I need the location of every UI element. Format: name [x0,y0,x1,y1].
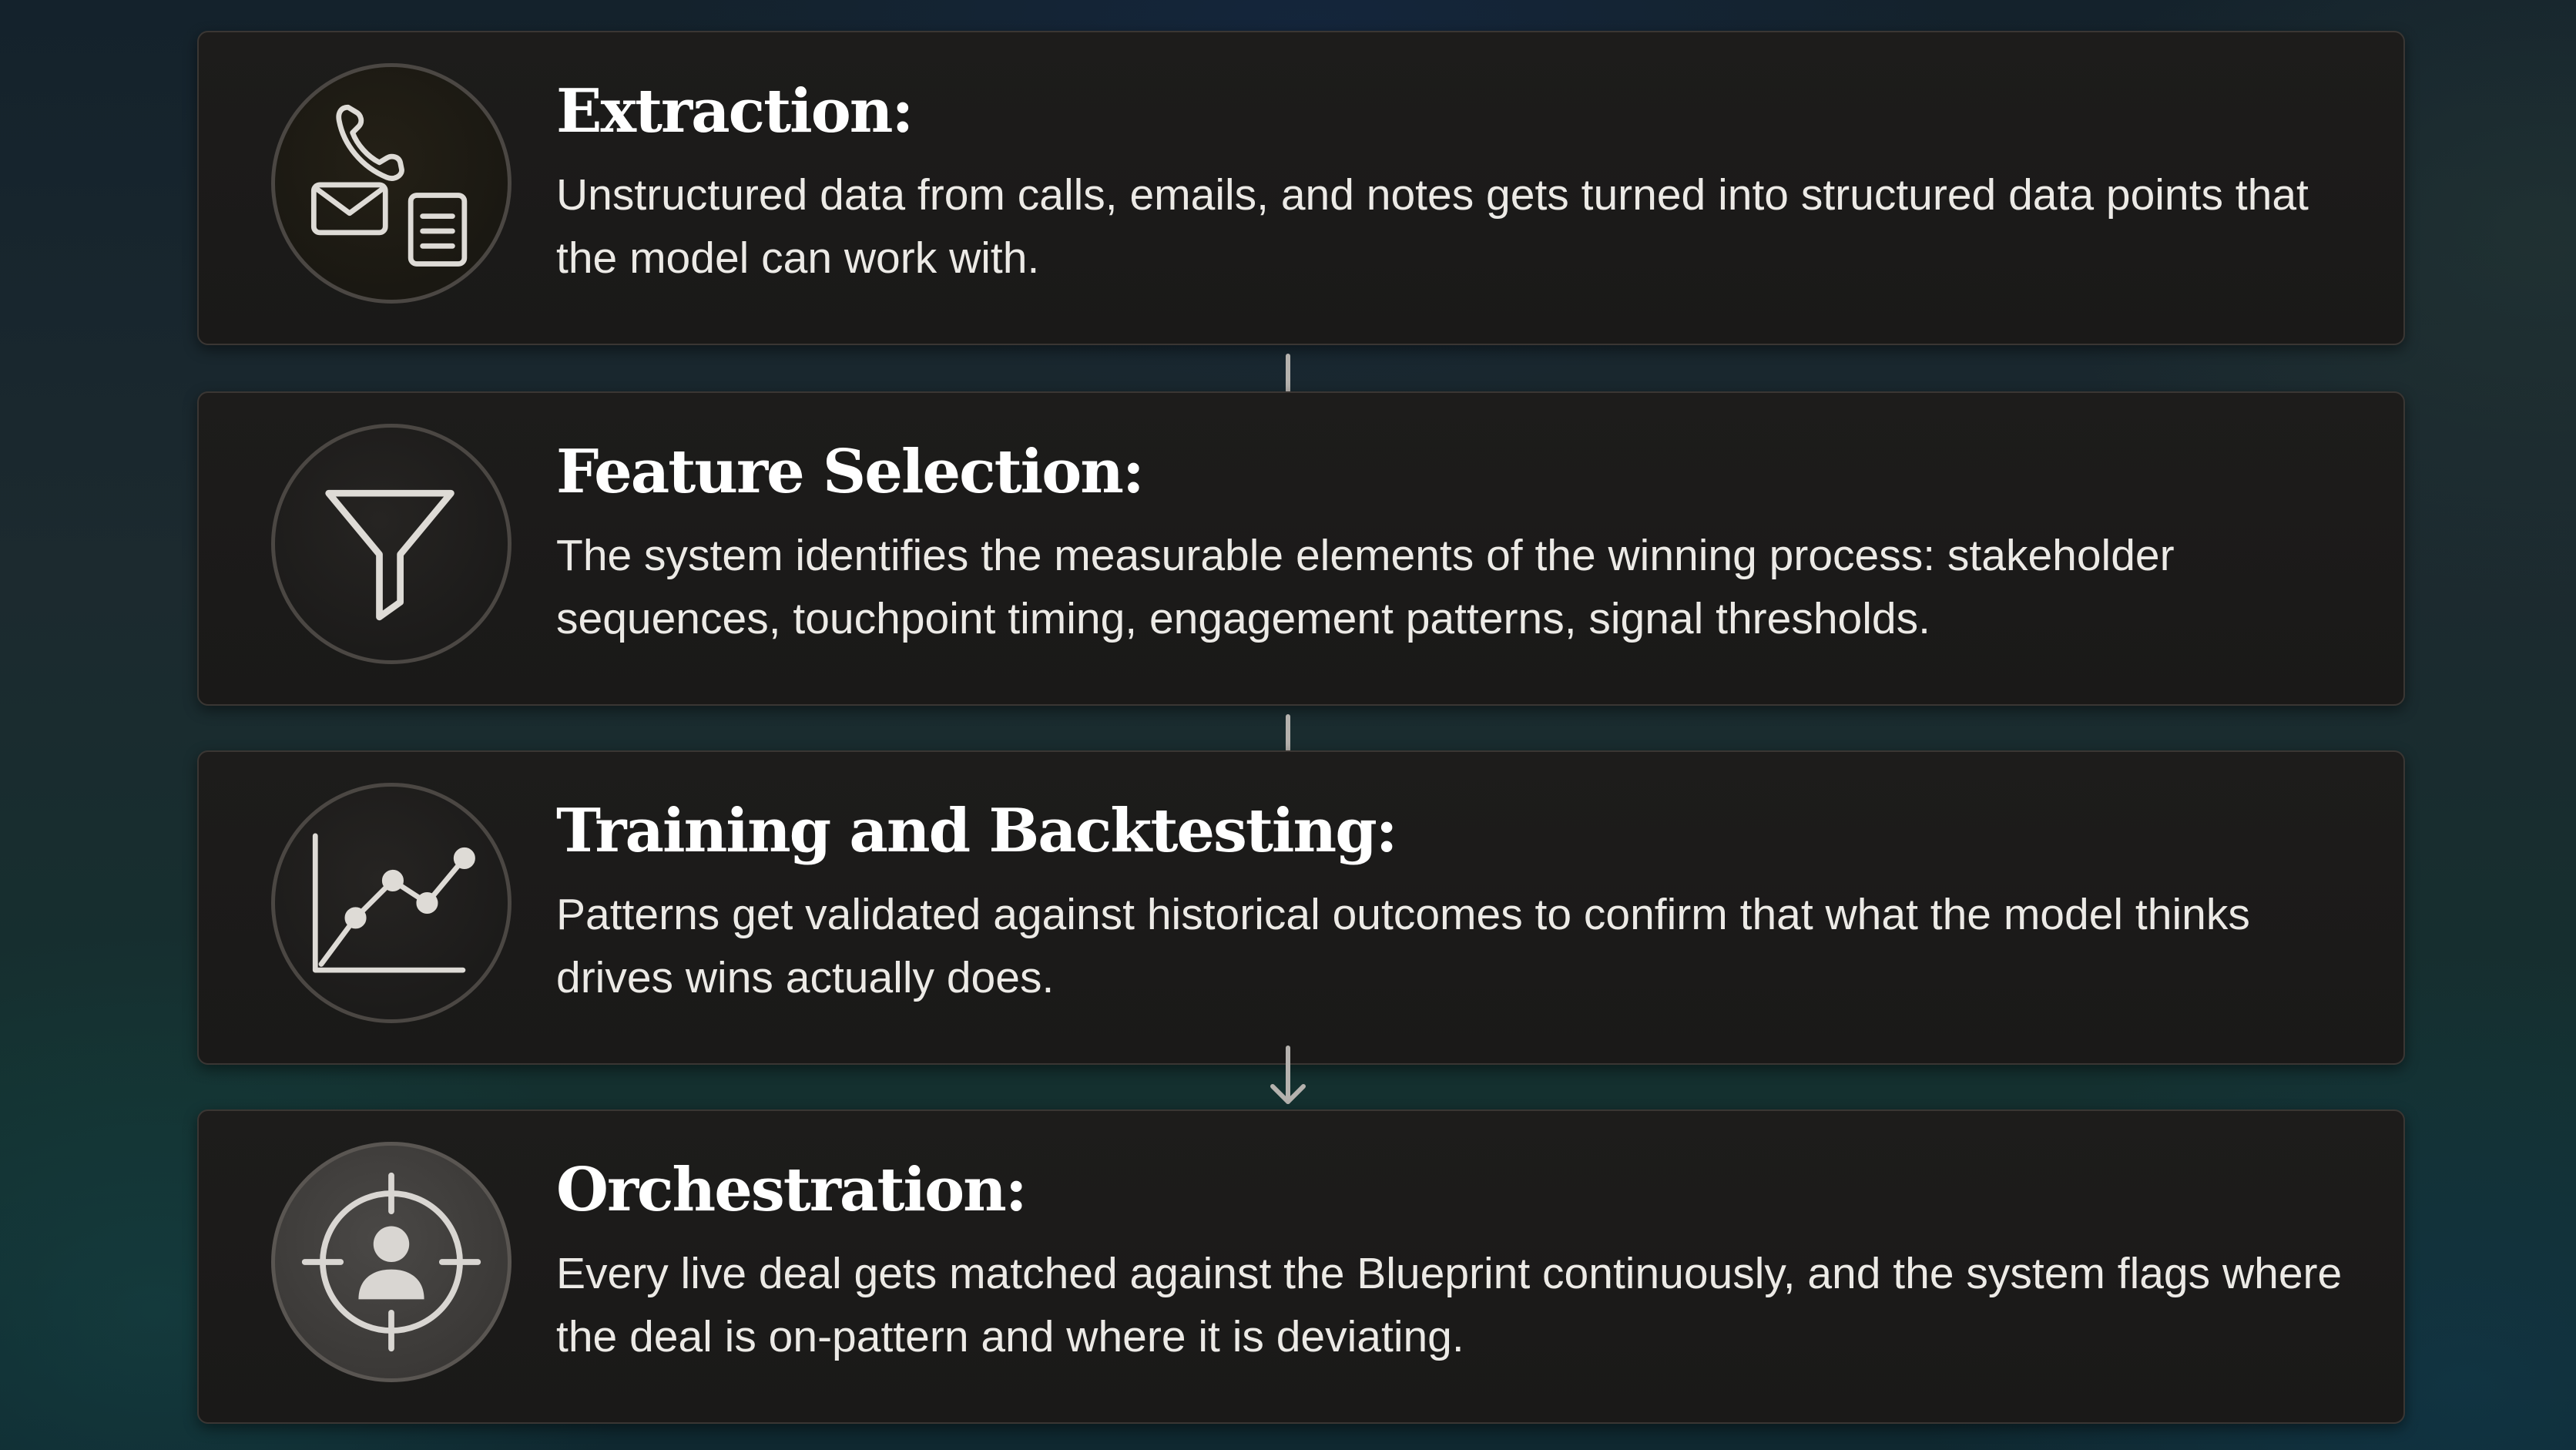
step-card-feature-selection: Feature Selection: The system identifies… [197,391,2405,706]
step-card-orchestration: Orchestration: Every live deal gets matc… [197,1109,2405,1424]
step-title: Training and Backtesting: [556,796,1398,866]
step-title: Orchestration: [556,1155,1028,1225]
step-description: Patterns get validated against historica… [556,890,2250,1002]
step-title: Feature Selection: [556,437,1145,507]
step-description: Unstructured data from calls, emails, an… [556,170,2309,283]
step-description: The system identifies the measurable ele… [556,531,2175,643]
target-person-icon [271,1142,512,1382]
line-chart-icon [271,783,512,1023]
step-card-training-backtesting: Training and Backtesting: Patterns get v… [197,750,2405,1065]
step-description: Every live deal gets matched against the… [556,1249,2343,1361]
funnel-icon [271,424,512,664]
step-card-extraction: Extraction: Unstructured data from calls… [197,31,2405,345]
down-arrow-icon [1265,1043,1311,1108]
step-title: Extraction: [556,76,914,146]
phone-mail-document-icon [271,63,512,304]
